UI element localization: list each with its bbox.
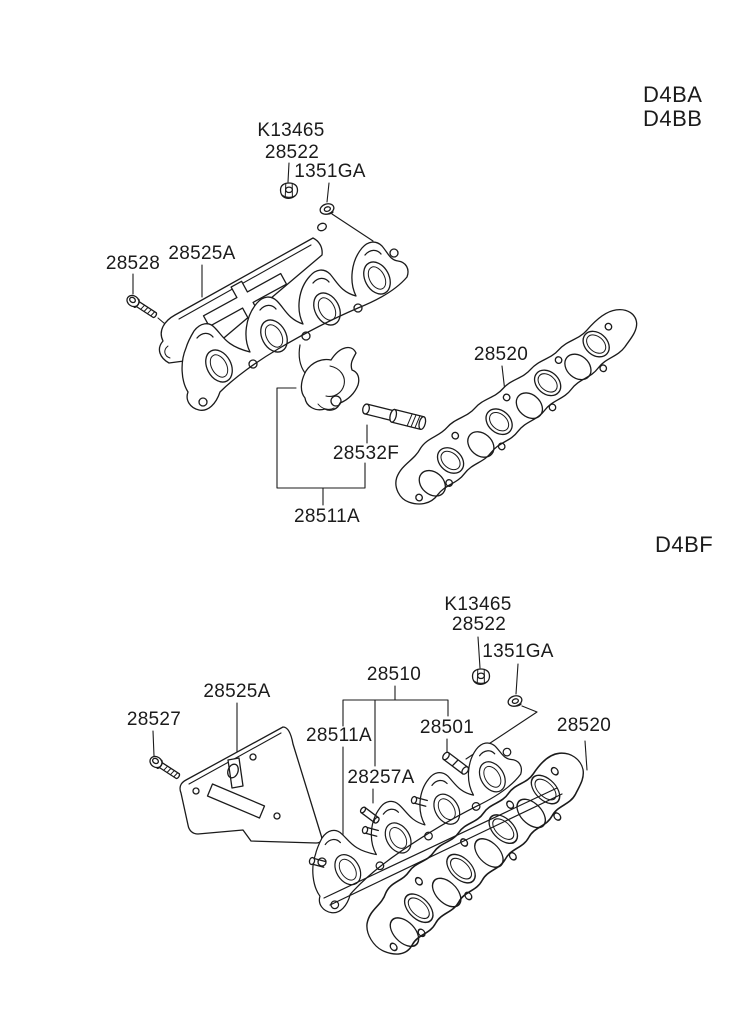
part-label-28520-top: 28520	[473, 344, 529, 365]
part-label-28511a-bottom: 28511A	[306, 725, 372, 746]
part-label-28520-bottom: 28520	[556, 715, 612, 736]
part-label-28525a-top: 28525A	[168, 243, 236, 264]
part-label-28532f: 28532F	[332, 443, 400, 464]
nut-icon-top	[279, 182, 299, 199]
part-label-28257a: 28257A	[347, 767, 415, 788]
part-label-28522-top: 28522	[264, 142, 320, 163]
washer-icon-bottom	[506, 693, 524, 709]
part-label-28527: 28527	[126, 709, 182, 730]
engine-code-d4bf: D4BF	[655, 532, 714, 557]
engine-code-d4ba: D4BA	[643, 82, 703, 107]
part-label-28501: 28501	[419, 717, 475, 738]
stud-28257a-drawing	[359, 806, 380, 824]
bottom-diagram	[147, 636, 609, 969]
part-label-k13465-bottom: K13465	[444, 594, 512, 615]
bolt-icon-bottom	[147, 753, 183, 782]
nut-icon-bottom	[471, 668, 491, 685]
bolt-icon-top	[124, 292, 160, 321]
heat-protector-drawing-bottom	[179, 726, 323, 844]
part-label-1351ga-top: 1351GA	[294, 161, 366, 182]
part-label-28528: 28528	[105, 253, 161, 274]
engine-code-d4bb: D4BB	[643, 106, 703, 131]
stud-28532f-drawing	[362, 403, 427, 431]
gasket-drawing-top	[380, 300, 658, 518]
exhaust-manifold-drawing-bottom	[304, 740, 563, 915]
part-label-1351ga-bottom: 1351GA	[482, 641, 554, 662]
part-label-28522-bottom: 28522	[451, 614, 507, 635]
top-diagram	[124, 162, 658, 518]
stud-28501-drawing	[442, 751, 470, 775]
part-label-28510: 28510	[366, 664, 422, 685]
part-label-28511a-top: 28511A	[294, 506, 360, 527]
part-label-28525a-bottom: 28525A	[203, 681, 271, 702]
collector-flange-drawing	[298, 344, 360, 411]
part-label-k13465-top: K13465	[257, 120, 325, 141]
